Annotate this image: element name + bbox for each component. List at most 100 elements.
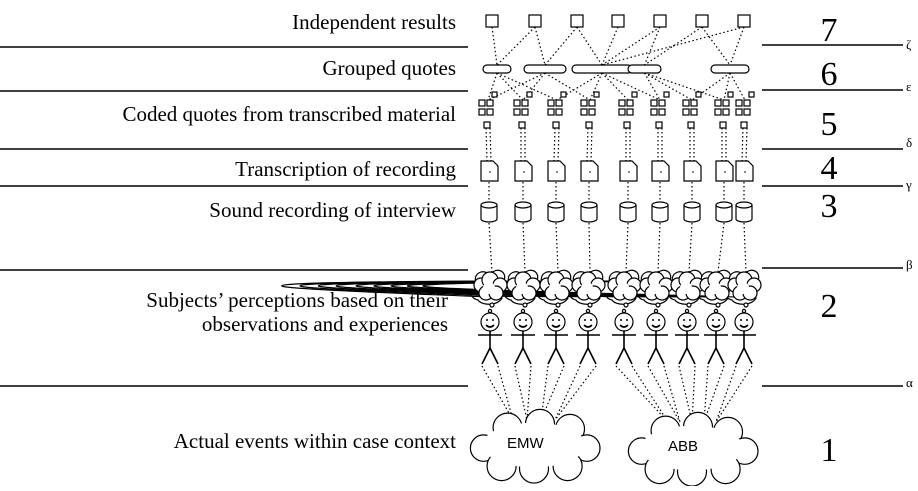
sound-recording-cylinder-top [735, 201, 753, 209]
thought-bubble-small [743, 302, 749, 308]
coded-quote-icon [690, 99, 698, 107]
group-to-quote-link [496, 72, 524, 101]
stick-figure-leg [655, 347, 665, 365]
quote-to-document-link [586, 127, 589, 162]
coded-quote-icon [714, 108, 722, 116]
level-4-number: 4 [820, 150, 838, 187]
sound-recording-cylinder-top [619, 201, 637, 209]
stick-figure-leg [522, 347, 532, 365]
coded-quote-icon [735, 99, 743, 107]
stick-figure-leg [647, 347, 657, 365]
document-dot [692, 171, 694, 173]
coded-quote-icon [740, 121, 748, 129]
subject-to-case-link [715, 365, 737, 423]
thought-bubble-tiny [653, 308, 659, 314]
coded-quote-icon [547, 108, 555, 116]
quote-to-document-link [590, 127, 593, 162]
result-to-group-link [701, 26, 731, 66]
subject-to-case-link [554, 365, 597, 421]
transition-delta: δ [906, 135, 913, 150]
coded-quote-icon [655, 121, 663, 129]
stick-figure-subject-icon [734, 312, 754, 332]
coded-quote-icon [618, 108, 626, 116]
thought-cloud-fill [549, 282, 561, 294]
stick-figure-eye [683, 319, 685, 321]
document-dot [589, 171, 591, 173]
coded-quote-icon [552, 121, 560, 129]
group-to-quote-link [589, 72, 603, 101]
group-to-quote-link [487, 72, 498, 101]
level-1-label: Actual events within case context [173, 429, 456, 453]
subject-to-case-link [715, 365, 753, 423]
result-to-group-link [496, 26, 536, 66]
stick-figure-eye [558, 319, 560, 321]
level-5-number: 5 [820, 106, 838, 143]
case-cloud-emw-icon [482, 422, 586, 468]
stick-figure-eye [620, 319, 622, 321]
recording-to-perception-link [625, 222, 629, 273]
transition-beta: β [906, 257, 913, 272]
document-dot [744, 171, 746, 173]
stick-figure-eye [740, 319, 742, 321]
coded-quote-icon [483, 121, 491, 129]
level-7-label: Independent results [292, 10, 456, 34]
coded-quote-icon [555, 108, 563, 116]
result-square-icon [611, 14, 625, 28]
quote-to-document-link [489, 127, 492, 162]
stick-figure-eye [746, 319, 748, 321]
coded-quote-icon [626, 108, 634, 116]
stick-figure-subject-icon [614, 312, 634, 332]
thought-cloud-fill [617, 282, 629, 294]
subject-to-case-link [691, 365, 696, 423]
result-square-icon [528, 14, 542, 28]
level-2-label-line-1: Subjects’ perceptions based on their [146, 288, 448, 312]
thought-bubble-tiny [487, 308, 493, 314]
quote-to-document-link [485, 127, 488, 162]
stick-figure-subject-icon [646, 312, 666, 332]
stick-figure-smile [619, 324, 629, 328]
result-to-group-link [601, 26, 745, 66]
grouped-quotes-icon [482, 64, 512, 74]
stick-figure-leg [481, 347, 491, 365]
document-dot [724, 171, 726, 173]
coded-quote-icon [560, 91, 567, 98]
document-dot [556, 171, 558, 173]
thought-bubble-small [715, 302, 721, 308]
transition-zeta: ζ [906, 37, 912, 52]
document-dot [660, 171, 662, 173]
thought-cloud-fill [737, 282, 749, 294]
recording-to-perception-link [717, 222, 725, 273]
stick-figure-leg [735, 347, 745, 365]
sound-recording-cylinder-top [715, 201, 733, 209]
result-square-icon [737, 14, 751, 28]
grouped-quotes-icon [571, 64, 633, 74]
level-separators [0, 44, 903, 387]
level-2-label-line-2: observations and experiences [201, 312, 448, 336]
sound-recording-cylinder-icon [480, 205, 498, 223]
coded-quote-icon [631, 91, 638, 98]
stick-figure-leg [615, 347, 625, 365]
result-to-group-link [544, 26, 578, 66]
coded-quote-icon [663, 91, 670, 98]
stick-figure-subject-icon [578, 312, 598, 332]
stick-figure-subject-icon [480, 312, 500, 332]
stick-figure-eye [525, 319, 527, 321]
stick-figure-smile [485, 324, 495, 328]
coded-quote-icon [518, 121, 526, 129]
stick-figure-smile [551, 324, 561, 328]
coded-quote-icon [588, 99, 596, 107]
thought-bubble-small [522, 302, 528, 308]
coded-quote-icon [650, 99, 658, 107]
thought-bubble-small [623, 302, 629, 308]
sound-recording-cylinder-icon [547, 205, 565, 223]
recording-to-perception-link [488, 222, 493, 273]
group-to-quote-link [729, 72, 746, 101]
stick-figure-smile [651, 324, 661, 328]
stick-figure-eye [718, 319, 720, 321]
diagram-shapes [281, 14, 762, 487]
sound-recording-cylinder-icon [715, 205, 733, 223]
transcript-document-icon [514, 160, 533, 182]
recording-to-perception-link [743, 222, 747, 273]
level-3-number: 3 [820, 188, 838, 225]
case-cloud-abb-icon [640, 425, 744, 471]
